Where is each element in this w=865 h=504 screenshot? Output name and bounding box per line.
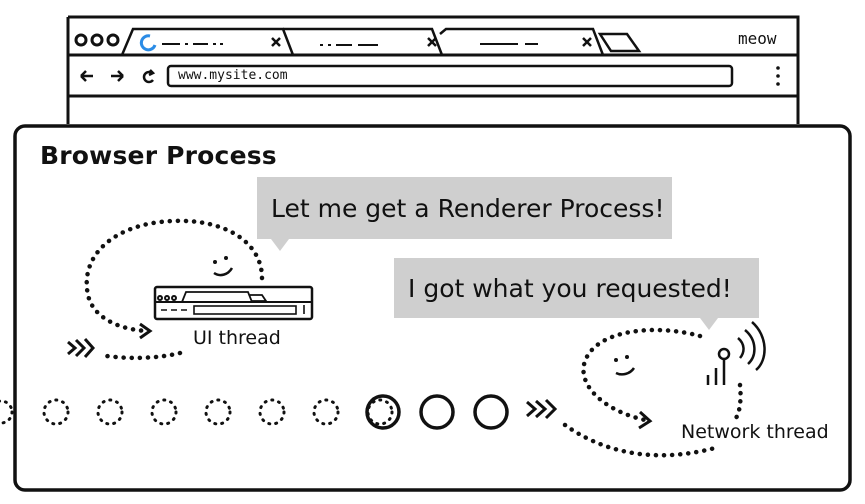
dotted-process-circle — [312, 398, 340, 426]
dotted-process-circle-edge — [0, 399, 14, 425]
network-thread-label: Network thread — [681, 421, 829, 443]
address-bar-url[interactable]: www.mysite.com — [178, 68, 288, 83]
window-title: meow — [738, 29, 777, 48]
dotted-process-circle — [42, 398, 70, 426]
ui-request-bubble: Let me get a Renderer Process! — [257, 177, 672, 251]
dotted-process-circle — [150, 398, 178, 426]
address-bar[interactable] — [166, 64, 734, 88]
forward-arrow-icon[interactable] — [111, 70, 124, 82]
dotted-process-circle — [204, 398, 232, 426]
ui-request-text: Let me get a Renderer Process! — [271, 193, 665, 223]
solid-process-circle — [473, 394, 509, 430]
ui-thread-character — [67, 218, 314, 361]
reload-icon[interactable] — [142, 69, 156, 84]
menu-icon[interactable] — [776, 66, 780, 86]
new-tab-button[interactable] — [597, 32, 642, 53]
tab-2[interactable] — [283, 27, 444, 56]
window-control-minimize-icon[interactable] — [90, 33, 104, 47]
dotted-process-circle — [258, 398, 286, 426]
tab-1[interactable] — [120, 27, 295, 56]
dotted-process-circle — [96, 398, 124, 426]
network-reply-text: I got what you requested! — [408, 273, 732, 303]
back-arrow-icon[interactable] — [80, 70, 93, 82]
solid-process-circle — [365, 394, 401, 430]
loading-spinner-icon — [139, 34, 157, 52]
bubble-tail — [271, 239, 289, 251]
diagram-title: Browser Process — [40, 141, 277, 170]
tab-2-close-icon[interactable] — [427, 37, 437, 47]
tab-3[interactable] — [439, 27, 605, 56]
network-thread-character — [526, 321, 766, 458]
tab-3-close-icon[interactable] — [582, 37, 592, 47]
window-control-maximize-icon[interactable] — [106, 33, 120, 47]
network-reply-bubble: I got what you requested! — [394, 258, 759, 330]
window-control-close-icon[interactable] — [74, 33, 88, 47]
process-pool — [0, 394, 509, 430]
browser-window — [66, 15, 800, 124]
solid-process-circle — [419, 394, 455, 430]
antenna-icon — [706, 321, 766, 385]
ui-thread-label: UI thread — [193, 327, 281, 349]
bubble-tail — [700, 318, 718, 330]
tab-1-close-icon[interactable] — [271, 37, 281, 47]
